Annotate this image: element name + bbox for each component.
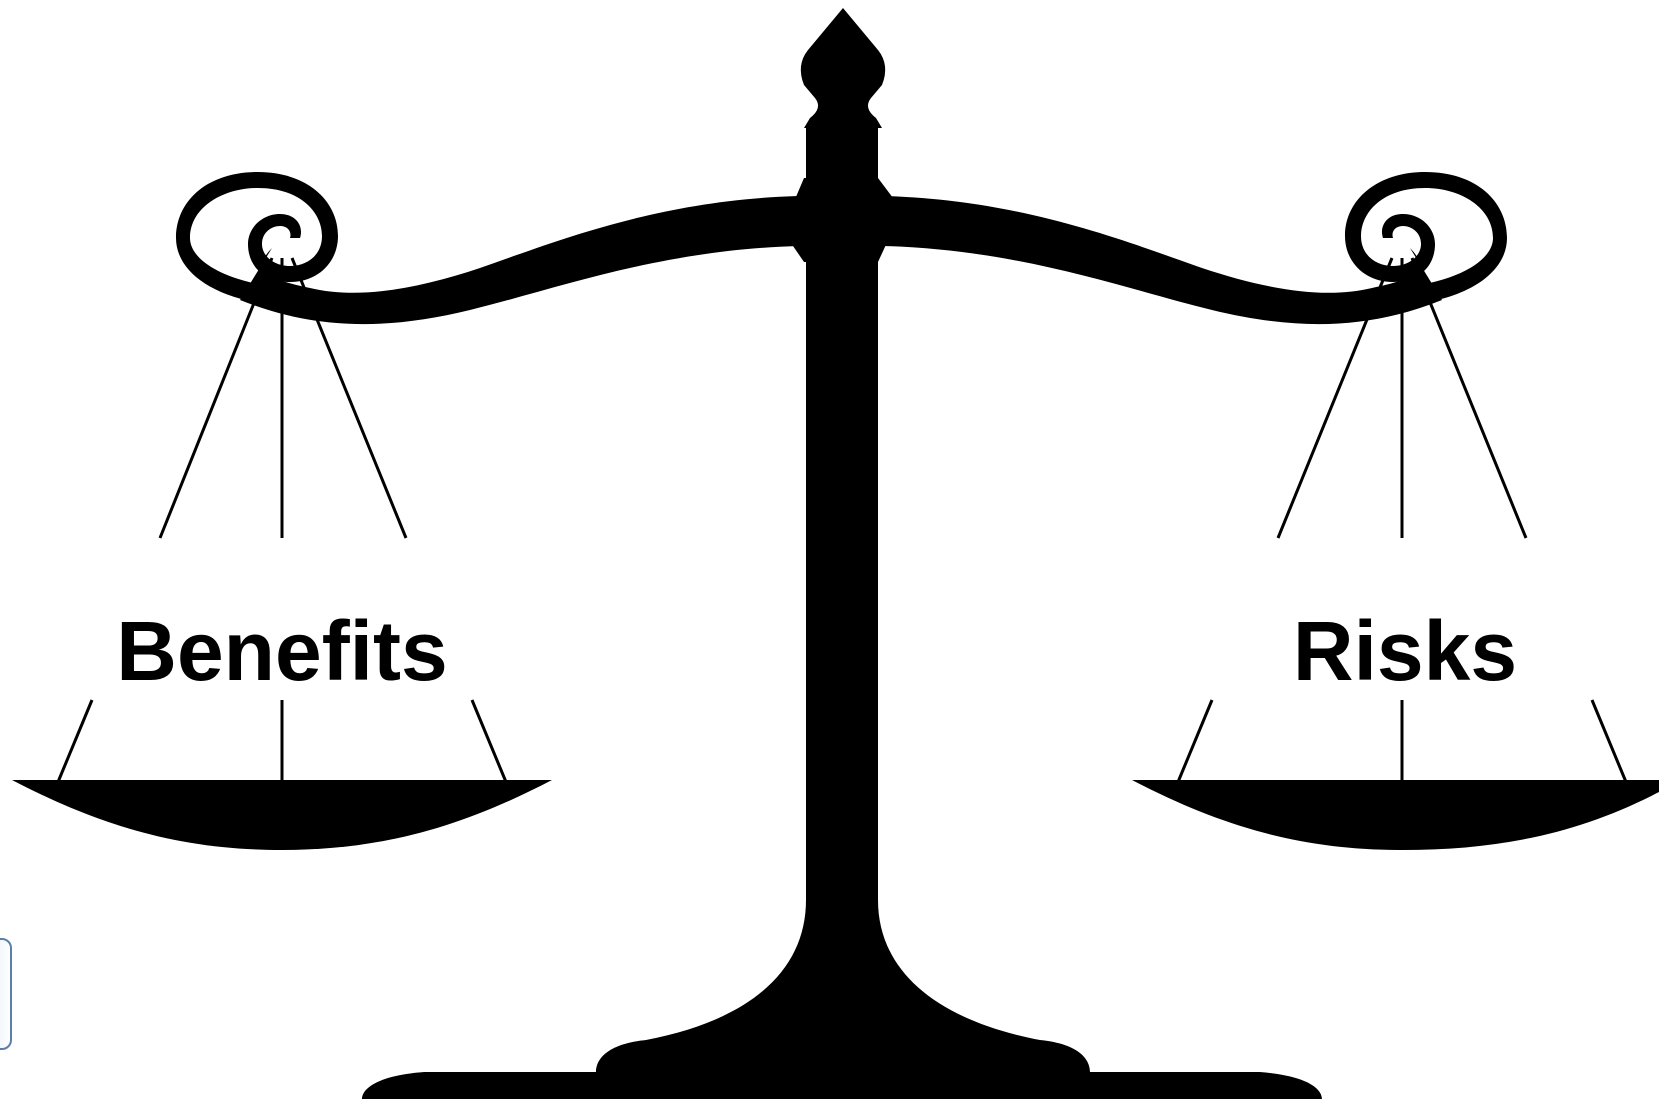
scale-finial: [800, 8, 886, 128]
scale-pillar: [362, 250, 1322, 1099]
left-pan-strings: [56, 257, 508, 783]
scale-beam-right: [884, 196, 1442, 325]
scale-pivot: [782, 178, 902, 262]
left-pan: [12, 780, 552, 850]
right-pan: [1132, 780, 1659, 850]
left-scroll: [176, 172, 338, 306]
right-pan-strings: [1176, 257, 1628, 783]
scale-beam: [240, 196, 798, 325]
risks-label: Risks: [1293, 604, 1517, 698]
right-scroll: [1345, 172, 1507, 306]
edge-tab[interactable]: [0, 938, 12, 1050]
benefits-label: Benefits: [116, 604, 447, 698]
